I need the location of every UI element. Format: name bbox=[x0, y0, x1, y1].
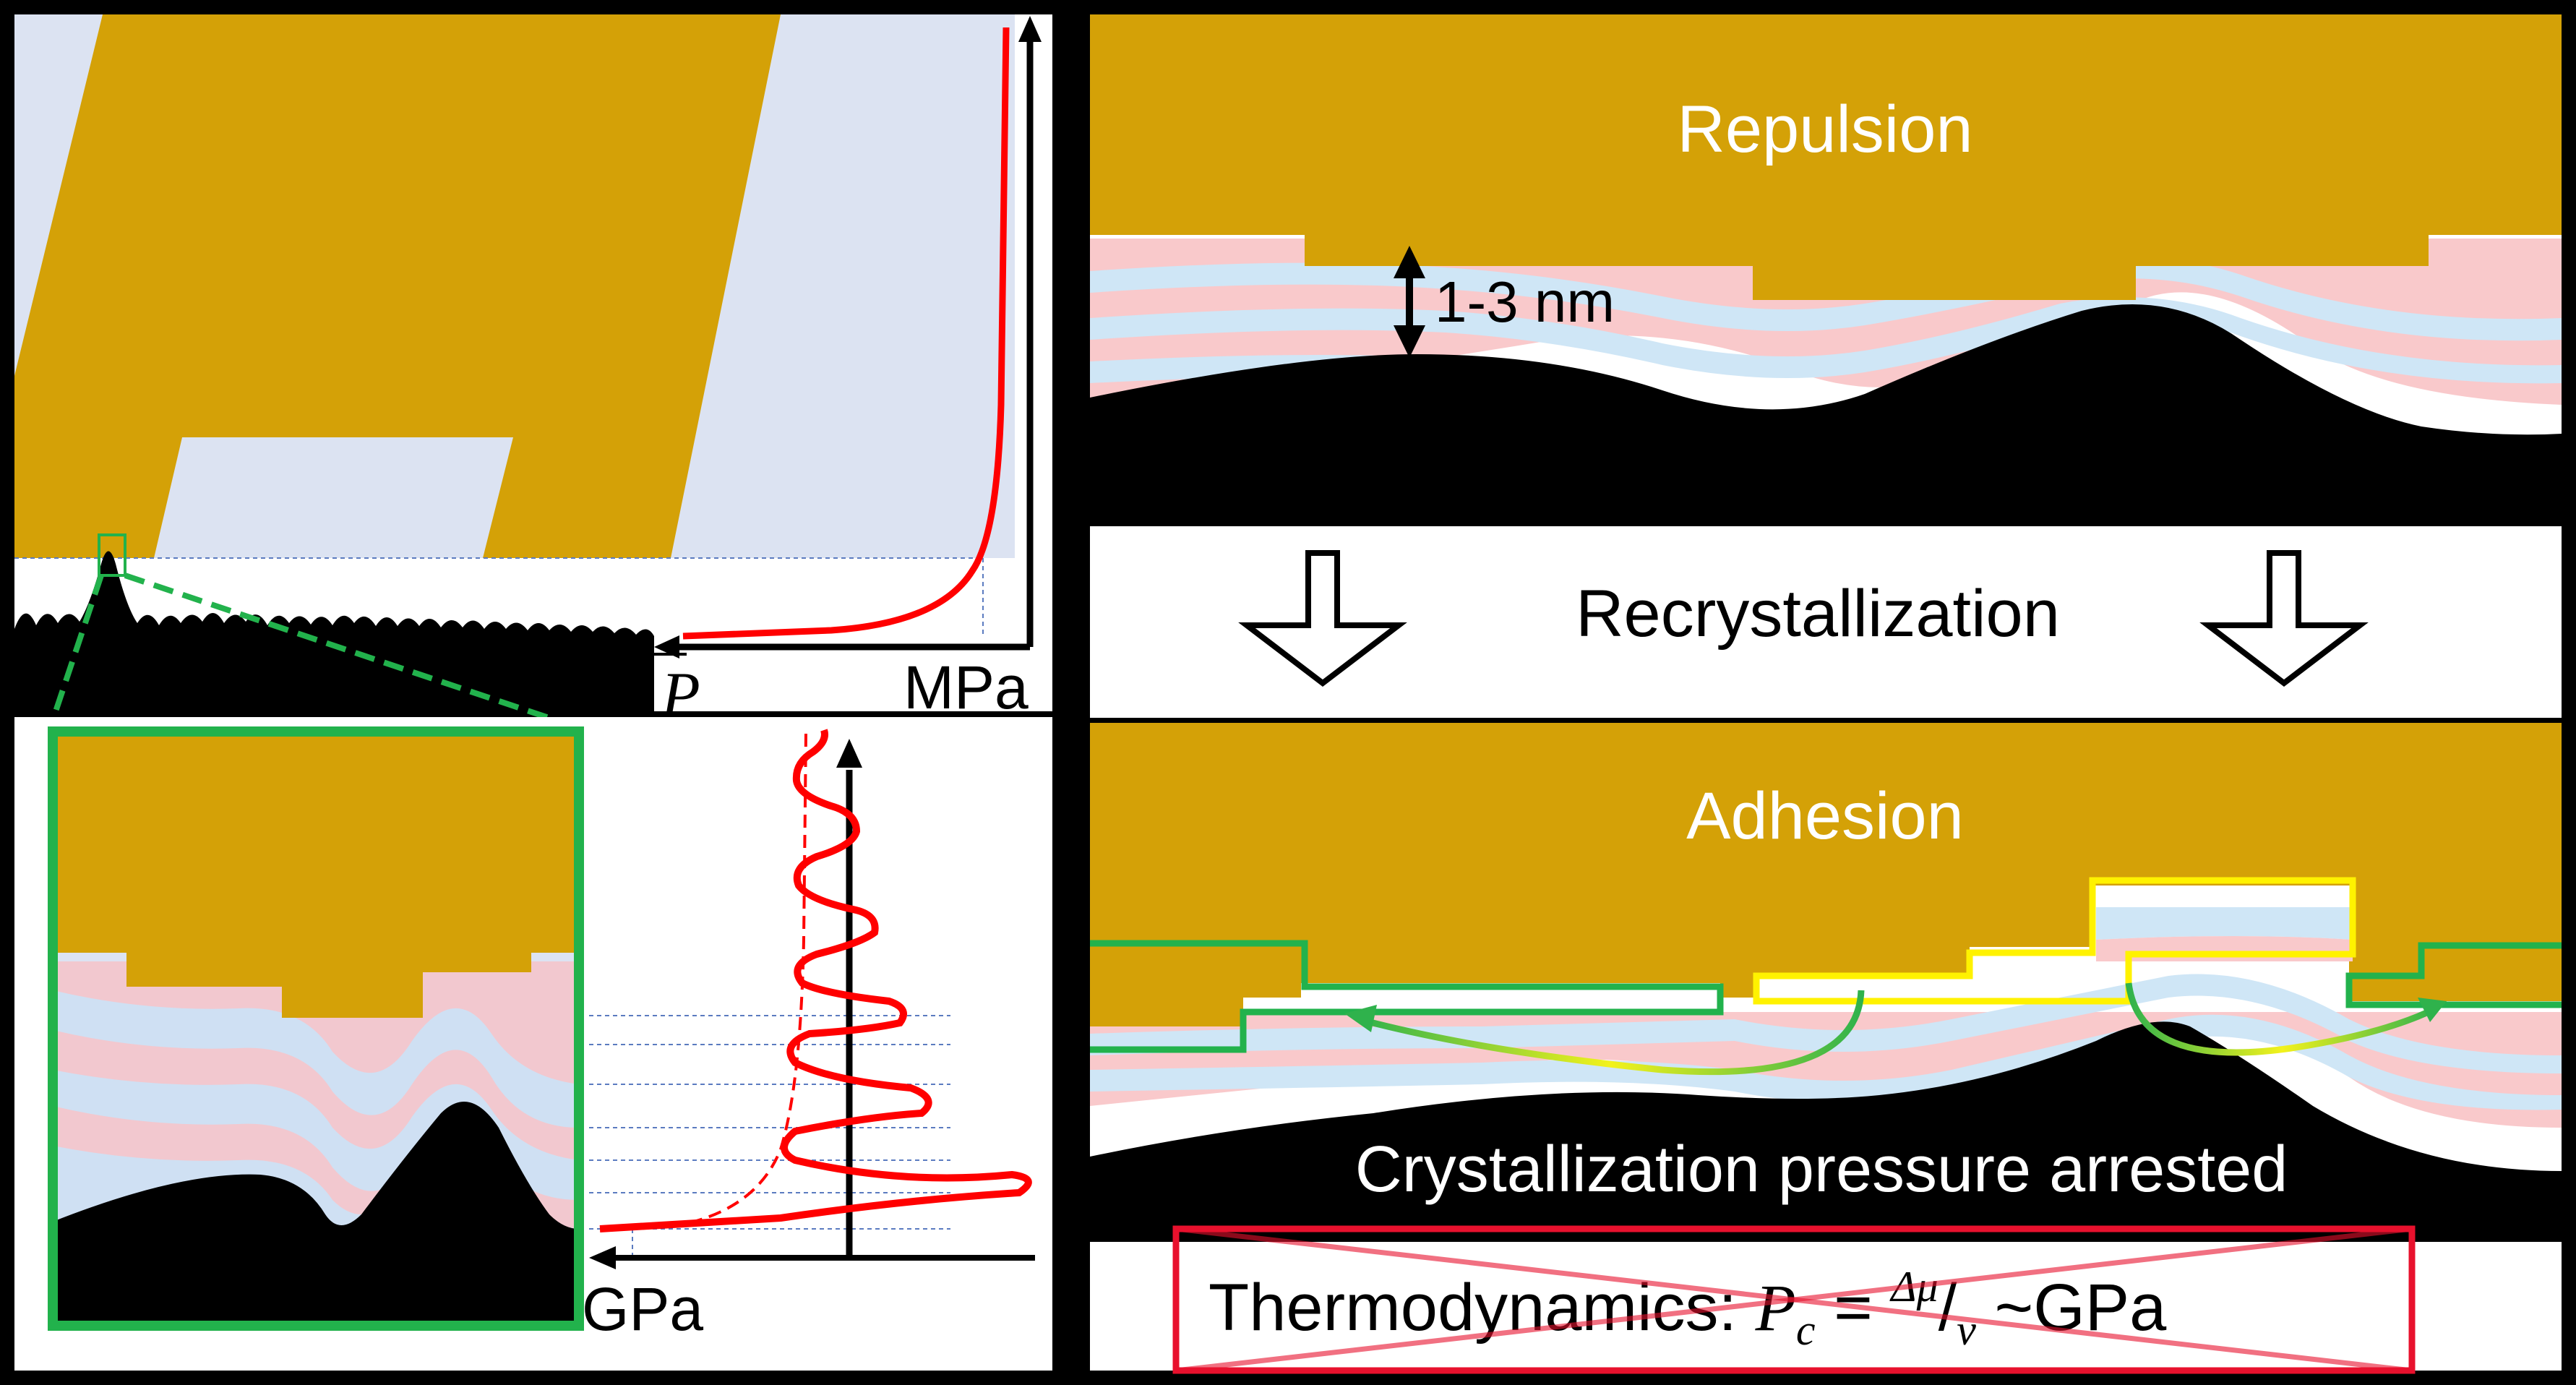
recrystallization-band: Recrystallization bbox=[1090, 526, 2562, 718]
zoom-marker bbox=[98, 533, 126, 577]
repulsion-substrate bbox=[1090, 304, 2562, 520]
repulsion-title: Repulsion bbox=[1677, 93, 1972, 166]
down-arrow-icon bbox=[2199, 550, 2369, 687]
right-arrowhead-icon bbox=[2418, 998, 2447, 1022]
crossed-box bbox=[1172, 1225, 2416, 1374]
arrested-caption: Crystallization pressure arrested bbox=[1355, 1133, 2288, 1206]
oscillation-guides bbox=[589, 1015, 950, 1258]
adhesion-panel: Adhesion Crystallization pressure arrest… bbox=[1090, 723, 2562, 1236]
repulsion-crystal bbox=[1090, 14, 2562, 300]
rough-substrate bbox=[14, 551, 654, 711]
crystal-block bbox=[14, 14, 781, 558]
zoom-box bbox=[48, 726, 584, 1331]
zoom-connector-left bbox=[48, 574, 104, 728]
zoom-connector-right bbox=[124, 573, 576, 729]
zoom-substrate bbox=[53, 1102, 579, 1326]
gpa-label: GPa bbox=[582, 1275, 703, 1343]
gpa-axis-arrowhead-up bbox=[836, 739, 862, 768]
repulsion-panel: Repulsion 1-3 nm bbox=[1090, 14, 2562, 520]
gap-label: 1-3 nm bbox=[1435, 270, 1615, 334]
right-transport-arrow bbox=[2125, 982, 2438, 1056]
cross-line bbox=[1175, 1226, 2413, 1373]
down-arrow-icon bbox=[1238, 550, 1407, 687]
mpa-label: MPa bbox=[903, 653, 1029, 721]
recrystallization-label: Recrystallization bbox=[1576, 577, 2060, 651]
gpa-oscillatory-curve bbox=[599, 729, 1032, 1232]
gpa-continuum-curve bbox=[693, 733, 807, 1223]
left-dissolution-outline bbox=[1090, 940, 1724, 1053]
adhesion-crystal bbox=[1090, 723, 2562, 1026]
zoom-crystal bbox=[53, 732, 579, 1018]
left-bottom-panel: GPa bbox=[14, 717, 1052, 1371]
formula-band: Thermodynamics: Pc = Δμ/v ~GPa bbox=[1090, 1225, 2562, 1374]
right-dissolution-outline bbox=[2345, 942, 2562, 1008]
left-arrowhead-icon bbox=[1344, 1005, 1377, 1032]
gpa-axis-arrowhead-left bbox=[589, 1246, 616, 1269]
thermodynamic-formula: Thermodynamics: Pc = Δμ/v ~GPa bbox=[1208, 1263, 2167, 1354]
adhesion-substrate bbox=[1090, 1021, 2562, 1236]
mpa-pressure-curve bbox=[682, 27, 1010, 640]
adhesion-title: Adhesion bbox=[1686, 779, 1964, 853]
left-top-panel: MPa P bbox=[14, 14, 1052, 730]
left-transport-arrow bbox=[1357, 990, 1865, 1076]
pressure-axis-arrowhead-up bbox=[1018, 16, 1042, 42]
precipitation-outline bbox=[1753, 877, 2356, 1005]
